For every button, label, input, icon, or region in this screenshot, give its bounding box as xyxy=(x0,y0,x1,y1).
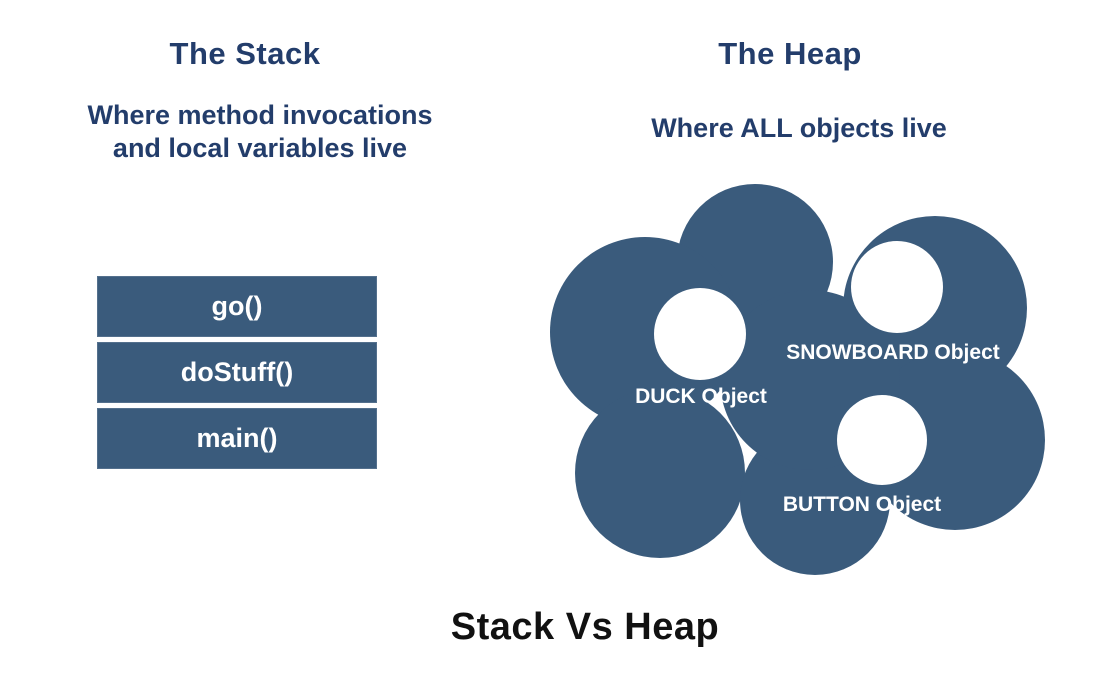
heap-subtitle: Where ALL objects live xyxy=(651,113,947,143)
stack-subtitle-line2: and local variables live xyxy=(112,133,408,163)
duck-object-hole xyxy=(654,288,746,380)
stack-subtitle: Where method invocations and local varia… xyxy=(35,99,485,165)
button-object-label: BUTTON Object xyxy=(783,493,941,516)
stack-frame-main: main() xyxy=(97,408,377,469)
button-object-hole xyxy=(837,395,927,485)
cloud-lobe-right xyxy=(865,350,1045,530)
heap-cloud: DUCK Object SNOWBOARD Object BUTTON Obje… xyxy=(550,184,1045,575)
cloud-lobe-bottom-left xyxy=(575,388,745,558)
stack-frame-dostuff: doStuff() xyxy=(97,342,377,403)
duck-object-label: DUCK Object xyxy=(635,385,767,408)
stack-title: The Stack xyxy=(169,36,321,71)
diagram-caption: Stack Vs Heap xyxy=(450,606,720,648)
cloud-lobe-left xyxy=(550,237,740,427)
heap-title: The Heap xyxy=(718,36,862,71)
snowboard-object-hole xyxy=(851,241,943,333)
stack-frame-go: go() xyxy=(97,276,377,337)
stack-frames: go() doStuff() main() xyxy=(97,276,377,474)
stack-subtitle-line1: Where method invocations xyxy=(87,100,433,130)
heap-cloud-shape xyxy=(550,184,1045,575)
snowboard-object-label: SNOWBOARD Object xyxy=(786,341,1000,364)
